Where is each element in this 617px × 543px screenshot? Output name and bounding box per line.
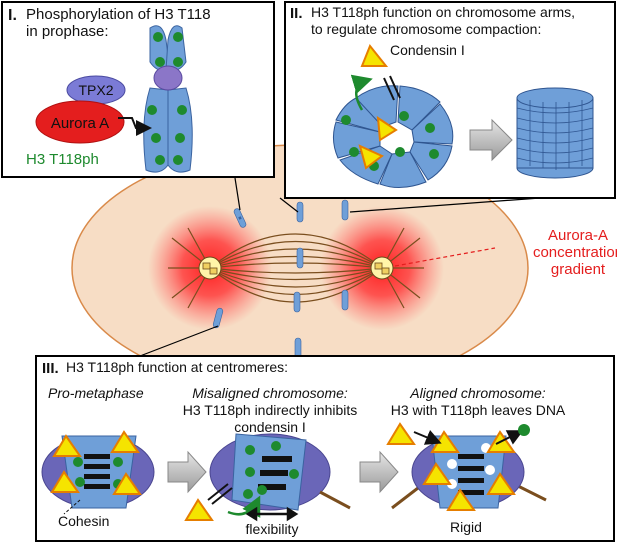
gradient-label-line3: gradient: [551, 261, 606, 278]
progress-arrow-1: [167, 450, 207, 494]
panel-1-title-line1: Phosphorylation of H3 T118: [26, 6, 211, 23]
panel-3-roman: III.: [42, 360, 59, 377]
mitotic-cell: [71, 144, 529, 392]
rigid-label: Rigid: [450, 519, 482, 535]
centrosome-left: [198, 256, 222, 280]
cohesin-label: Cohesin: [58, 513, 109, 529]
stage3-title-line1: Aligned chromosome:: [409, 385, 546, 401]
stage2-title-line1: Misaligned chromosome:: [192, 385, 348, 401]
condensin-triangle-stage3: [386, 422, 416, 445]
tpx2-label: TPX2: [78, 82, 113, 98]
panel-1-title-line2: in prophase:: [26, 23, 109, 40]
connector-panel2-left: [279, 197, 299, 213]
chromosome-small: [296, 201, 304, 223]
stage2-title-line3: condensin I: [234, 419, 306, 435]
phospho-dots-rosette: [341, 111, 439, 171]
gradient-label-line1: Aurora-A: [548, 227, 608, 244]
chromosome-small: [233, 208, 247, 228]
chromosome-small: [341, 199, 349, 221]
compaction-arrow: [469, 118, 513, 162]
centrosome-right: [370, 256, 394, 280]
gradient-label: Aurora-A concentration gradient: [533, 227, 617, 278]
stage2-inhibit-arrow: [227, 495, 261, 518]
condensin-loading-arrow: [413, 430, 442, 445]
h3-t118ph-label: H3 T118ph: [26, 151, 99, 168]
condensin-equilibrium-arrows: [383, 75, 401, 101]
chromosome-small: [212, 307, 224, 329]
chromosome-small: [293, 291, 301, 313]
cohesin-pointer: [63, 499, 81, 515]
aurora-phospho-arrow: [118, 117, 152, 136]
panel-1: I. Phosphorylation of H3 T118 in prophas…: [1, 1, 275, 178]
panel-2: II. H3 T118ph function on chromosome arm…: [284, 1, 616, 199]
gradient-pointer: [394, 247, 496, 267]
panel-3-title: H3 T118ph function at centromeres:: [66, 359, 288, 375]
stage1-title: Pro-metaphase: [48, 385, 144, 401]
flexibility-arrow: [245, 506, 299, 522]
flexibility-label: flexibility: [246, 521, 299, 537]
released-phospho-dot: [518, 424, 530, 436]
panel-3: III. H3 T118ph function at centromeres: …: [35, 355, 615, 542]
stage2-equilibrium-arrows: [207, 483, 233, 505]
stage2-centromere: [209, 424, 351, 511]
compacted-chromatin: [516, 87, 594, 179]
cell-chromosomes: [212, 199, 349, 359]
condensin-release-arrow: [350, 74, 373, 111]
panel-2-title-line1: H3 T118ph function on chromosome arms,: [311, 4, 575, 20]
h3-leaving-arrow: [495, 430, 524, 445]
panel-2-roman: II.: [290, 5, 303, 22]
condensin-triangles-panel2: [358, 44, 398, 170]
stage1-centromere: [41, 430, 155, 515]
chromosome-small: [296, 247, 304, 269]
stage2-title-line2: H3 T118ph indirectly inhibits: [183, 402, 358, 418]
aurora-a-shape: [35, 100, 125, 144]
panel-2-title-line2: to regulate chromosome compaction:: [311, 21, 541, 37]
progress-arrow-2: [359, 450, 399, 494]
connector-panel3-left: [139, 325, 219, 357]
phospho-dots-prophase: [147, 32, 187, 165]
chromosome-small: [341, 289, 349, 311]
condensin-label: Condensin I: [390, 42, 465, 58]
connector-panel1: [234, 177, 241, 211]
connector-panel2-right: [349, 197, 541, 213]
panel-1-frame: [1, 1, 275, 178]
aurora-a-label: Aurora A: [51, 115, 109, 132]
stage3-title-line2: H3 with T118ph leaves DNA: [391, 402, 566, 418]
panel-1-roman: I.: [8, 7, 17, 24]
condensin-triangle-stage2: [184, 498, 214, 521]
gradient-label-line2: concentration: [533, 244, 617, 261]
